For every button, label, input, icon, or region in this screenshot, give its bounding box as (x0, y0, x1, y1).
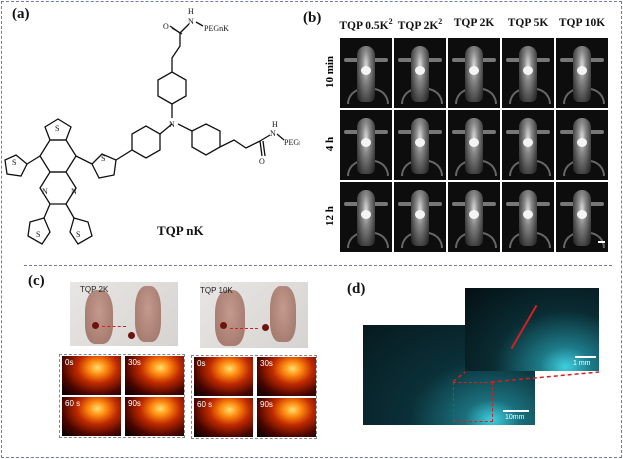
time-label: 30s (260, 359, 273, 368)
atom-s: S (101, 154, 105, 163)
thermal-image: 60 s (194, 398, 253, 437)
atom-o: O (163, 22, 169, 31)
column-header: TQP 0.5K2 (339, 17, 393, 32)
time-label: 90s (128, 399, 141, 408)
mouse-nir-image (502, 38, 554, 108)
atom-s: S (55, 124, 59, 133)
mouse-nir-image (394, 182, 446, 252)
zoom-region-box (453, 382, 493, 422)
panel-b-label: (b) (303, 10, 322, 26)
mouse-nir-image (340, 38, 392, 108)
atom-s: S (76, 230, 80, 239)
chemical-structure: S S S S S N N N N H O PEGnK N H O PEGnK … (4, 7, 300, 245)
thermal-image-grid: 0s 30s 60 s 90s (191, 355, 317, 439)
column-header: TQP 2K (453, 17, 495, 29)
time-label: 60 s (197, 400, 213, 409)
scale-label-main: 10mm (505, 414, 525, 421)
panel-a-label: (a) (12, 6, 30, 22)
time-label: 0s (65, 358, 74, 367)
atom-n: N (42, 187, 48, 196)
mouse-nir-image (502, 110, 554, 180)
atom-s: S (12, 158, 16, 167)
scale-bar (598, 241, 605, 243)
mouse-nir-image (448, 182, 500, 252)
atom-n: N (169, 120, 175, 129)
substituent-label: PEGnK (204, 24, 229, 33)
atom-h: H (188, 7, 194, 16)
thermal-image-grid: 0s 30s 60 s 90s (59, 354, 185, 438)
atom-s: S (36, 230, 40, 239)
tqp-10k-photo: TQP 10K (200, 282, 308, 348)
group-label: TQP 2K (80, 285, 109, 294)
thermal-image: 0s (194, 357, 253, 396)
scale-label-inset: 1 mm (573, 360, 591, 367)
panel-divider (24, 265, 612, 266)
atom-n: N (188, 17, 194, 26)
compound-name: TQP nK (157, 223, 204, 238)
thermal-image: 30s (257, 357, 316, 396)
time-label: 90s (260, 400, 273, 409)
mouse-nir-image (448, 38, 500, 108)
thermal-image: 60 s (62, 397, 121, 436)
atom-h: H (272, 120, 278, 129)
mouse-nir-image (448, 110, 500, 180)
mouse-nir-image (556, 110, 608, 180)
column-header: TQP 10K (558, 17, 606, 29)
mouse-nir-image (394, 110, 446, 180)
atom-n: N (71, 187, 77, 196)
substituent-label: PEGnK (284, 138, 300, 147)
thermal-image: 90s (125, 397, 184, 436)
column-header: TQP 5K (507, 17, 549, 29)
time-label: 60 s (65, 399, 81, 408)
atom-o: O (259, 157, 265, 166)
mouse-nir-image (340, 182, 392, 252)
tqp-2k-photo: TQP 2K (70, 282, 178, 346)
time-label: 0s (197, 359, 206, 368)
thermal-image: 0s (62, 356, 121, 395)
panel-c-label: (c) (28, 273, 45, 289)
inset-fluorescence-image: 1 mm (465, 288, 599, 371)
thermal-image: 30s (125, 356, 184, 395)
mouse-nir-image (340, 110, 392, 180)
atom-n: N (270, 129, 276, 138)
mouse-nir-image (556, 38, 608, 108)
mouse-nir-image (556, 182, 608, 252)
thermal-image: 90s (257, 398, 316, 437)
panel-d-label: (d) (347, 281, 366, 297)
column-header: TQP 2K2 (397, 17, 443, 32)
group-label: TQP 10K (200, 286, 233, 295)
mouse-nir-image (394, 38, 446, 108)
time-label: 30s (128, 358, 141, 367)
mouse-nir-image (502, 182, 554, 252)
